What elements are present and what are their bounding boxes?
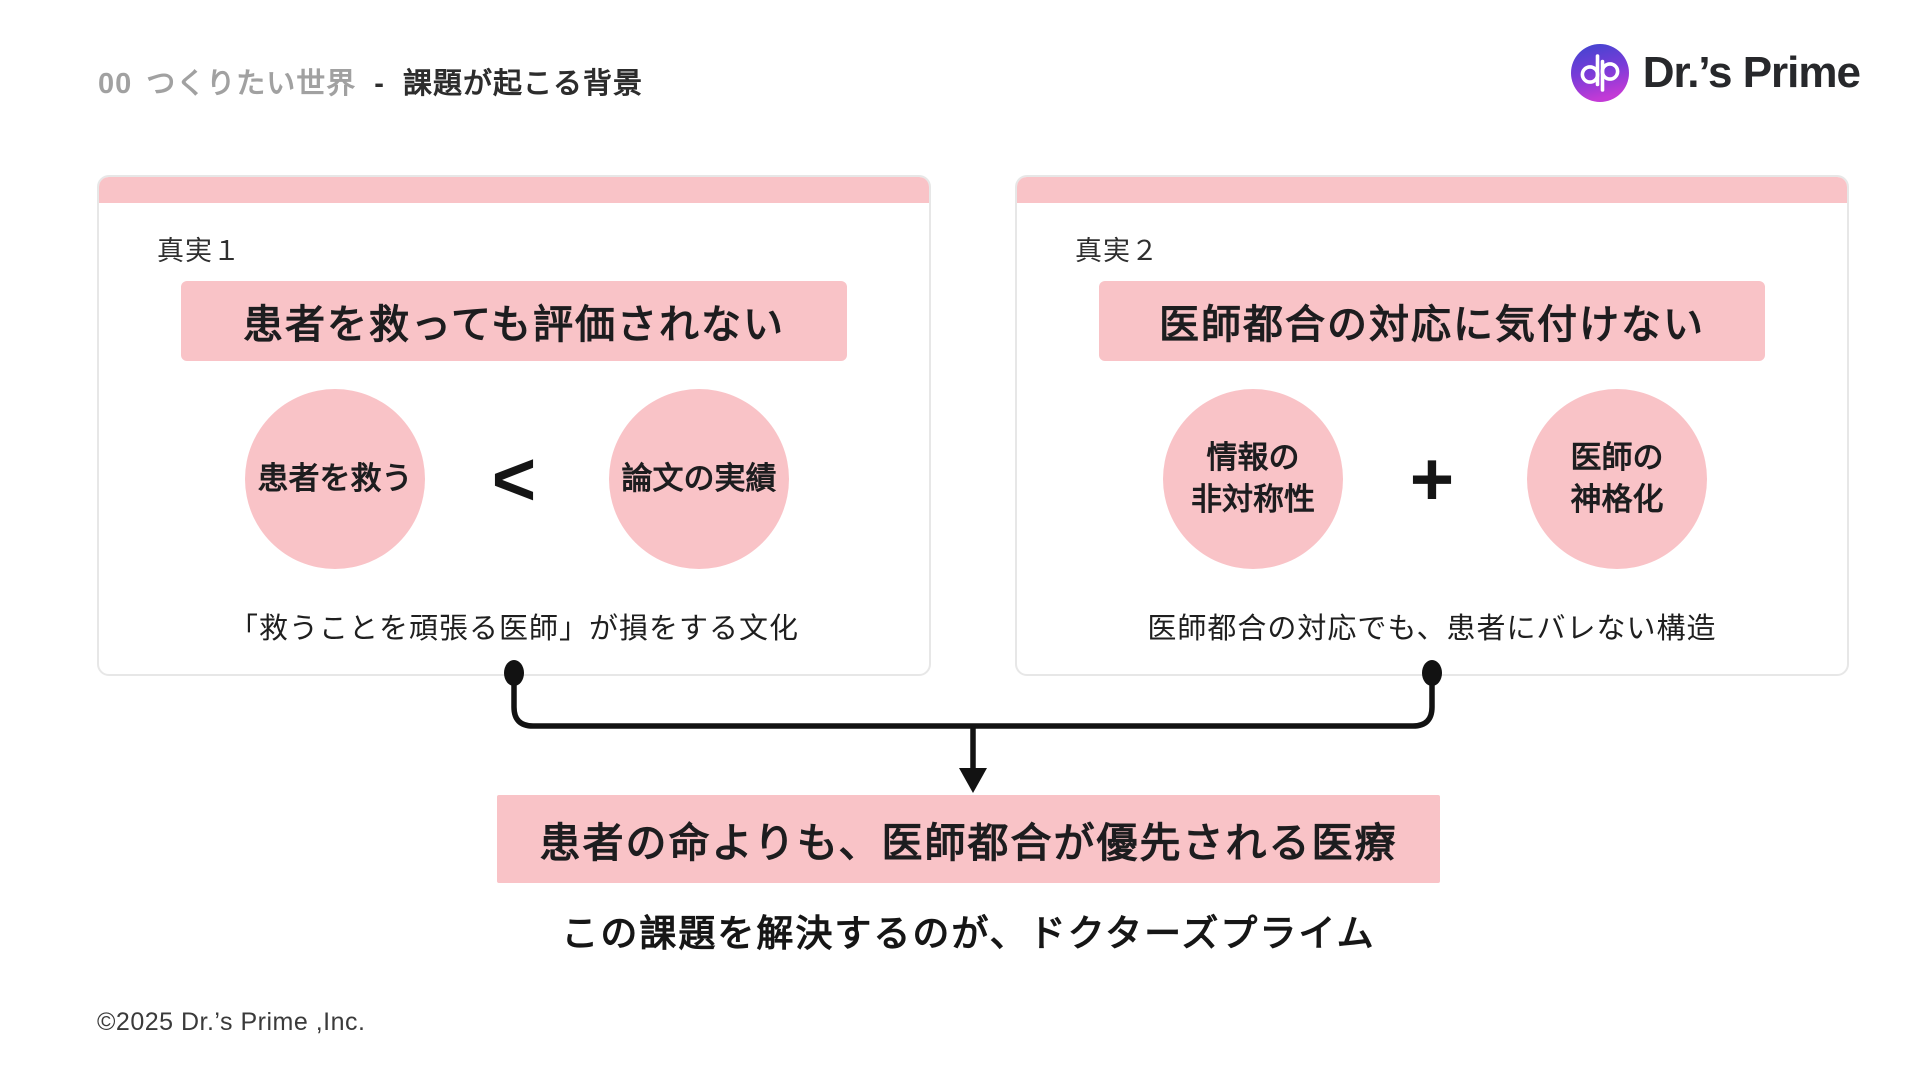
conclusion-subtext: この課題を解決するのが、ドクターズプライム — [561, 913, 1376, 954]
card-1-less-than-operator: < — [491, 436, 537, 522]
card-1-top-accent-bar — [99, 177, 929, 203]
card-2-caption: 医師都合の対応でも、患者にバレない構造 — [1147, 613, 1717, 645]
card-2-left-circle: 情報の 非対称性 — [1163, 389, 1343, 569]
card-1-label: 真実１ — [157, 236, 241, 266]
section-number: 00 — [98, 68, 133, 100]
card-truth-1: 真実１ 患者を救っても評価されない 患者を救う < 論文の実績 「救うことを頑張… — [97, 175, 931, 676]
drs-prime-logo-icon — [1570, 44, 1629, 102]
card-2-right-circle: 医師の 神格化 — [1527, 389, 1707, 569]
card-1-caption: 「救うことを頑張る医師」が損をする文化 — [228, 613, 799, 645]
card-2-plus-operator: + — [1409, 436, 1455, 522]
card-2-headline: 医師都合の対応に気付けない — [1099, 281, 1765, 361]
card-2-top-accent-bar — [1017, 177, 1847, 203]
card-2-label: 真実２ — [1075, 236, 1159, 266]
section-title: つくりたい世界 — [146, 68, 357, 100]
page-title: 課題が起こる背景 — [402, 68, 643, 100]
down-arrow-head — [959, 768, 987, 793]
drs-prime-logo: Dr.’s Prime — [1570, 44, 1861, 102]
card-1-right-circle: 論文の実績 — [609, 389, 789, 569]
copyright: ©2025 Dr.’s Prime ,Inc. — [97, 1008, 366, 1036]
logo-text: Dr.’s Prime — [1642, 48, 1861, 97]
header-separator: - — [374, 68, 385, 100]
card-1-headline: 患者を救っても評価されない — [181, 281, 847, 361]
card-truth-2: 真実２ 医師都合の対応に気付けない 情報の 非対称性 + 医師の 神格化 医師都… — [1015, 175, 1849, 676]
connector-bracket — [511, 673, 1435, 729]
card-1-left-circle: 患者を救う — [245, 389, 425, 569]
conclusion-banner: 患者の命よりも、医師都合が優先される医療 — [497, 795, 1440, 883]
slide-header: 00 つくりたい世界 - 課題が起こる背景 — [98, 60, 643, 102]
